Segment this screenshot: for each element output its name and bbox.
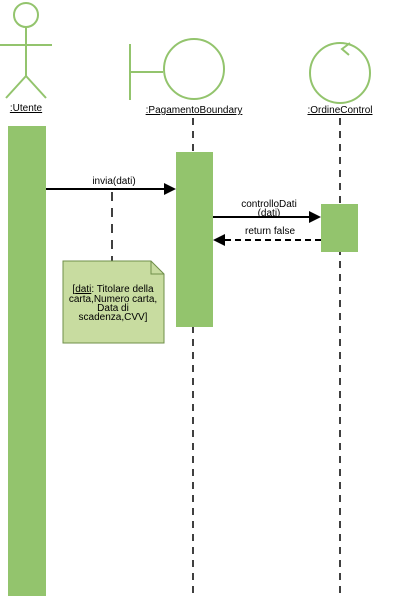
note-line-2: carta,Numero carta, <box>69 294 157 305</box>
activation-bar-boundary <box>176 152 213 327</box>
activation-bar-control <box>321 204 358 252</box>
control-icon[interactable] <box>309 42 371 104</box>
boundary-icon[interactable] <box>129 38 225 100</box>
arrowhead-invia <box>164 183 176 195</box>
note-line-3: Data di <box>97 303 129 314</box>
arrowhead-controllo-dati <box>309 211 321 223</box>
arrowhead-return <box>213 234 225 246</box>
message-label-controllo-dati-args: (dati) <box>258 208 281 219</box>
note-open-bracket: [ <box>72 284 75 295</box>
note-line-4: scadenza,CVV] <box>79 312 148 323</box>
message-label-invia: invia(dati) <box>92 176 135 187</box>
message-label-controllo-dati: controlloDati <box>241 199 297 210</box>
participant-label-pagamento-boundary[interactable]: :PagamentoBoundary <box>146 105 243 116</box>
note-underlined-term: dati <box>75 284 91 295</box>
participant-label-ordine-control[interactable]: :OrdineControl <box>307 105 372 116</box>
note-box[interactable] <box>62 260 165 344</box>
note-line-1: [dati: Titolare della <box>72 284 154 295</box>
note-fold <box>150 261 164 275</box>
message-label-return: return false <box>245 226 295 237</box>
activation-bar-utente <box>8 126 46 596</box>
actor-icon[interactable] <box>0 2 52 99</box>
note-line-1-rest: : Titolare della <box>91 284 154 295</box>
participant-label-utente[interactable]: :Utente <box>10 103 43 114</box>
